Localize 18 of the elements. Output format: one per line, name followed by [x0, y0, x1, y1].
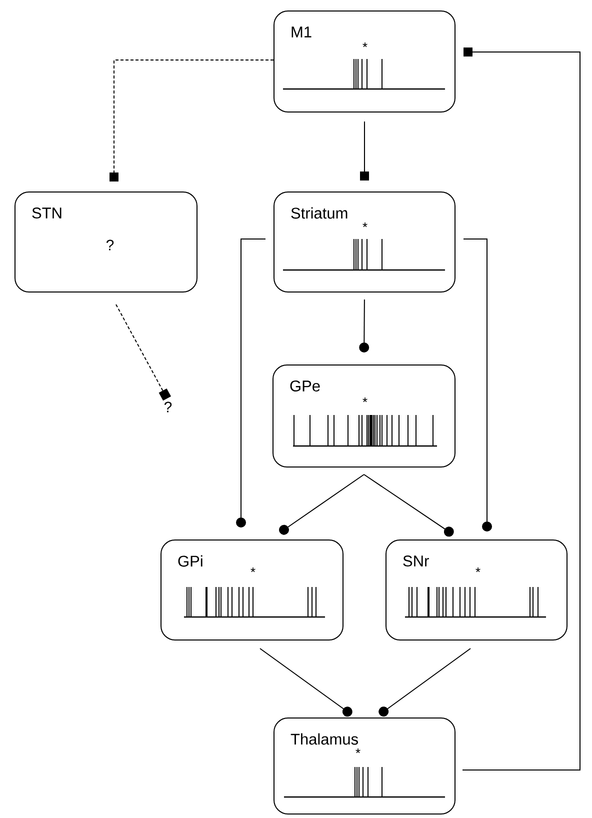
connector [378, 648, 471, 717]
region-box: STN ? [14, 192, 198, 292]
connector [279, 474, 364, 535]
spike-raster-drawing: * [284, 748, 445, 798]
connector [110, 60, 274, 182]
spike-raster-drawing: * [293, 398, 437, 447]
connector [236, 238, 266, 528]
connector [462, 48, 580, 770]
connector [463, 238, 492, 532]
spike-raster-drawing: * [283, 222, 445, 271]
node-label: ? [164, 402, 172, 412]
spike-raster-drawing: * [283, 42, 445, 90]
connector [359, 299, 370, 352]
connector [364, 474, 454, 537]
spike-raster-drawing: * [405, 568, 546, 618]
spike-raster-drawing: * [184, 568, 325, 618]
connector [360, 121, 369, 180]
connector [260, 648, 352, 717]
